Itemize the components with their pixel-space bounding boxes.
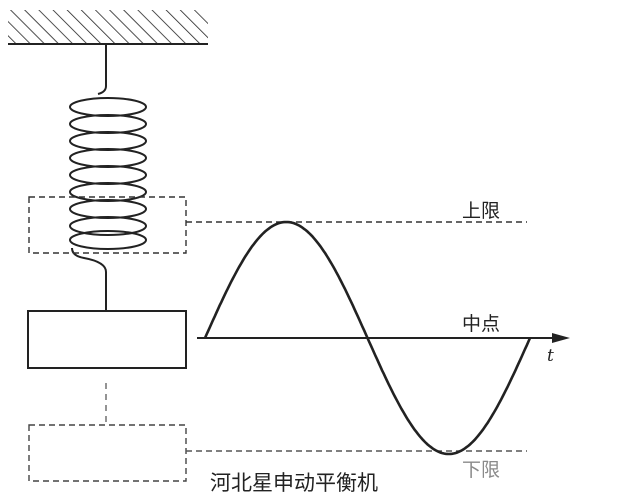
spring-coil: [69, 216, 147, 236]
time-axis-label: t: [547, 346, 554, 366]
spring-coil: [69, 131, 147, 151]
triangle-arrow-icon: [552, 333, 570, 343]
upper-limit-label: 上限: [462, 200, 500, 222]
spring-coil: [69, 97, 147, 117]
lower-limit-label: 下限: [462, 459, 500, 481]
center-label: 中点: [462, 313, 500, 335]
spring-coil: [69, 148, 147, 168]
caption-watermark: 河北星申动平衡机: [210, 471, 378, 495]
ceiling-support: [8, 10, 208, 45]
spring-coils: [69, 97, 147, 250]
lower-position-box: [28, 424, 187, 482]
spring-top-wire: [97, 44, 107, 95]
spring-coil: [69, 182, 147, 202]
upper-position-box: [28, 196, 187, 254]
spring: [69, 44, 147, 312]
mass-block: [27, 310, 187, 369]
displacement-wave: [203, 220, 532, 456]
ceiling-hatch: [8, 10, 208, 44]
spring-coil: [69, 114, 147, 134]
spring-coil: [69, 199, 147, 219]
spring-coil: [69, 165, 147, 185]
spring-bottom-wire: [71, 247, 107, 312]
spring-coil: [69, 230, 147, 250]
